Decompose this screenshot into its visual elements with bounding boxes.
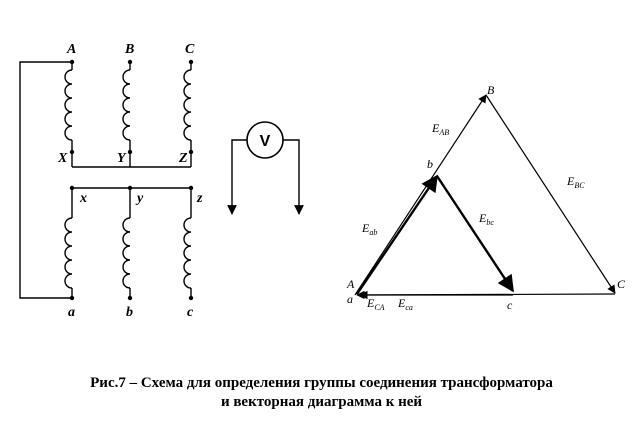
label-E-ca: Eca (397, 296, 413, 312)
primary-coil-c (183, 62, 192, 152)
vector-E-AB (354, 94, 487, 296)
vector-E-bc (435, 175, 515, 293)
vertex-label-B: B (487, 83, 495, 97)
figure-caption-line-1: Рис.7 – Схема для определения группы сое… (90, 375, 553, 391)
secondary-coil-c (183, 188, 192, 298)
label-b: b (126, 305, 133, 320)
label-E-AB: EAB (431, 121, 449, 137)
vertex-label-c: c (507, 298, 513, 312)
voltmeter-lead-left (231, 139, 247, 210)
label-x: x (79, 191, 87, 206)
label-Z: Z (178, 151, 188, 166)
label-C: C (185, 42, 195, 57)
circuit-labels: A B C X Y Z x y z a b c (57, 42, 203, 320)
label-E-CA: ECA (366, 296, 385, 312)
secondary-coil-a (64, 188, 73, 298)
vector-diagram (354, 94, 616, 300)
label-z: z (196, 191, 203, 206)
label-X: X (57, 151, 68, 166)
vertex-label-a: a (347, 292, 353, 306)
label-Y: Y (117, 151, 127, 166)
voltmeter-label: V (260, 133, 271, 150)
vector-E-ab (356, 174, 438, 295)
primary-coil-a (64, 62, 73, 152)
vertex-label-b: b (427, 157, 433, 171)
vector-E-BC (485, 94, 616, 294)
label-a: a (68, 305, 75, 320)
label-E-ab: Eab (361, 221, 377, 237)
primary-coil-b (122, 62, 131, 152)
label-c: c (187, 305, 194, 320)
vertex-label-C: C (617, 277, 626, 291)
voltmeter: V (246, 121, 284, 159)
label-E-BC: EBC (566, 174, 585, 190)
label-y: y (135, 191, 144, 206)
terminal-dots (69, 59, 194, 301)
label-E-bc: Ebc (478, 211, 494, 227)
label-B: B (124, 42, 134, 57)
jumper-A-a (19, 61, 72, 299)
figure-caption-line-2: и векторная диаграмма к ней (220, 394, 423, 410)
voltmeter-circle (246, 121, 284, 159)
vector-labels: B C A a b c EAB EBC Eab Ebc ECA Eca (346, 83, 626, 312)
label-A: A (66, 42, 76, 57)
voltmeter-lead-right (283, 139, 300, 210)
vertex-label-A: A (346, 277, 355, 291)
secondary-coil-b (122, 188, 131, 298)
circuit-schematic (19, 61, 304, 299)
